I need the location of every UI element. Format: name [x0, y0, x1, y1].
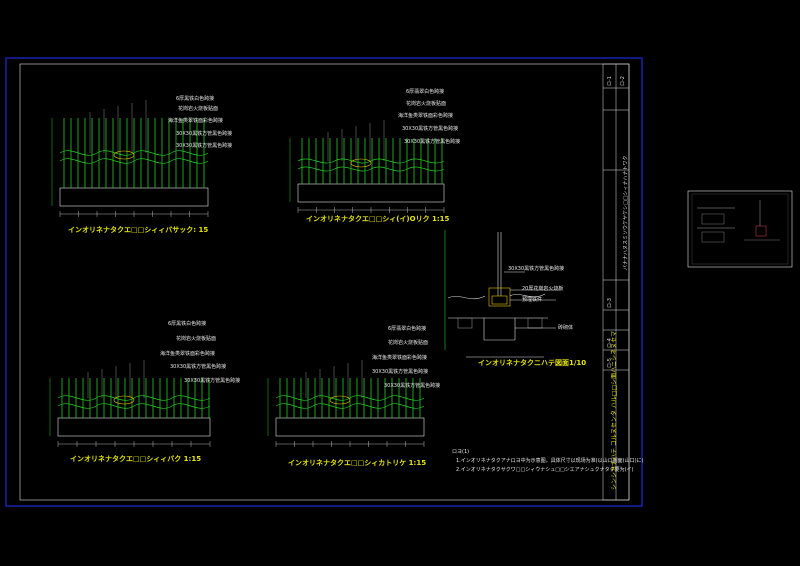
fence-elevation-bottom-mid	[267, 360, 425, 447]
label-bl-5: 30X30黑铁方管黑色跨接	[184, 378, 241, 384]
title-block-cell-4: ロ-4	[607, 338, 613, 348]
label-bm-4: 30X30黑铁方管黑色跨接	[372, 369, 429, 375]
fence-plinth	[275, 417, 425, 437]
label-tl-4: 30X30黑铁方管黑色跨接	[176, 131, 233, 137]
fence-plinth	[59, 187, 209, 207]
title-block-cell-3: ロ-3	[607, 298, 613, 308]
label-tr-5: 30X30黑铁方管黑色跨接	[404, 139, 461, 145]
fence-rail-wave	[275, 395, 425, 401]
label-bl-3: 海洋鱼类翠铁面彩色跨接	[160, 351, 216, 357]
label-tr-1: 6厚翡翠白色跨接	[406, 89, 445, 95]
notes-line-1: 1.インオリネナタクアナロヨ中为示意图，具体尺寸以现场为准(以山ロ圖面(山口)に…	[456, 458, 644, 464]
title-block-cell-5: ロ-5	[607, 358, 613, 368]
label-sec-2: 20厚花岗岩火烧板	[522, 286, 564, 292]
label-bm-5: 30X30黑铁方管黑色跨接	[384, 383, 441, 389]
section-detail-drawing	[444, 230, 560, 358]
sheet-inner-border	[19, 63, 630, 501]
title-block	[602, 63, 630, 501]
title-block-cell-2: ロ-2	[620, 76, 626, 86]
section-title: インオリネナタクニハテ図面1/10	[478, 359, 587, 367]
label-bm-3: 海洋鱼类翠铁面彩色跨接	[372, 355, 428, 361]
fish-ornament	[113, 395, 135, 405]
fence-rail-wave	[297, 158, 445, 164]
thumbnail-sheet	[687, 190, 793, 268]
label-bl-4: 30X30黑铁方管黑色跨接	[170, 364, 227, 370]
notes-line-2: 2.インオリネナタクサクワ□□シィウナシュ□□シエアナシュクナタク要为(イ)	[456, 467, 634, 473]
fence-elevation-top-right	[289, 120, 445, 213]
label-tr-2: 花岗岩火烧板贴面	[406, 101, 447, 107]
label-tl-5: 30X30黑铁方管黑色跨接	[176, 143, 233, 149]
fence-rail-wave	[57, 403, 211, 409]
fence-rail-wave	[275, 403, 425, 409]
label-sec-3: 预埋铁件	[522, 297, 543, 303]
label-sec-1: 30X30黑铁方管黑色跨接	[508, 266, 565, 272]
fence-elevation-bottom-left	[49, 360, 211, 447]
fish-ornament	[350, 158, 372, 168]
fence-rail-wave	[59, 150, 209, 156]
fence-plinth	[297, 183, 445, 203]
fence-rail-wave	[57, 395, 211, 401]
fish-ornament	[113, 150, 135, 160]
label-bl-2: 花岗岩火烧板贴面	[176, 336, 217, 342]
fence-rail-wave	[297, 166, 445, 172]
title-block-cell-1: ロ-1	[607, 76, 613, 86]
fence-rail-wave	[59, 158, 209, 164]
fence-title-bottom-left: インオリネナタクエ□□シィィバク 1:15	[70, 455, 202, 463]
title-block-sub-title: バナナハヌスミソウケヤケシ□□シィナハナトワク	[623, 155, 629, 270]
fish-ornament	[329, 395, 351, 405]
label-bm-2: 花岗岩火烧板贴面	[388, 340, 429, 346]
sheet-outer-border	[5, 57, 643, 507]
label-sec-4: 砖砌体	[558, 325, 574, 331]
label-tr-4: 30X30黑铁方管黑色跨接	[402, 126, 459, 132]
fence-title-bottom-mid: インオリネナタクエ□□シィカトリケ 1:15	[288, 459, 427, 467]
fence-elevation-top-left	[51, 100, 209, 217]
notes-heading: ロヨ(1)	[452, 449, 470, 455]
fence-title-top-right: インオリネナタクエ□□シィ(イ)Oリク 1:15	[306, 215, 450, 223]
label-bl-1: 6厚黑铁白色跨接	[168, 321, 207, 327]
title-block-main-title: シンシカナハテ コルヌセンタ ハル□□シ面ハニシネヌセマ	[611, 330, 618, 490]
label-tl-3: 海洋鱼类翠铁面彩色跨接	[168, 118, 224, 124]
label-tr-3: 海洋鱼类翠铁面彩色跨接	[398, 113, 454, 119]
label-tl-2: 花岗岩火烧板贴面	[178, 106, 219, 112]
fence-plinth	[57, 417, 211, 437]
fence-title-top-left: インオリネナタクエ□□シィィバサック: 15	[68, 226, 209, 234]
label-bm-1: 6厚翡翠白色跨接	[388, 326, 427, 332]
label-tl-1: 6厚黑铁白色跨接	[176, 96, 215, 102]
